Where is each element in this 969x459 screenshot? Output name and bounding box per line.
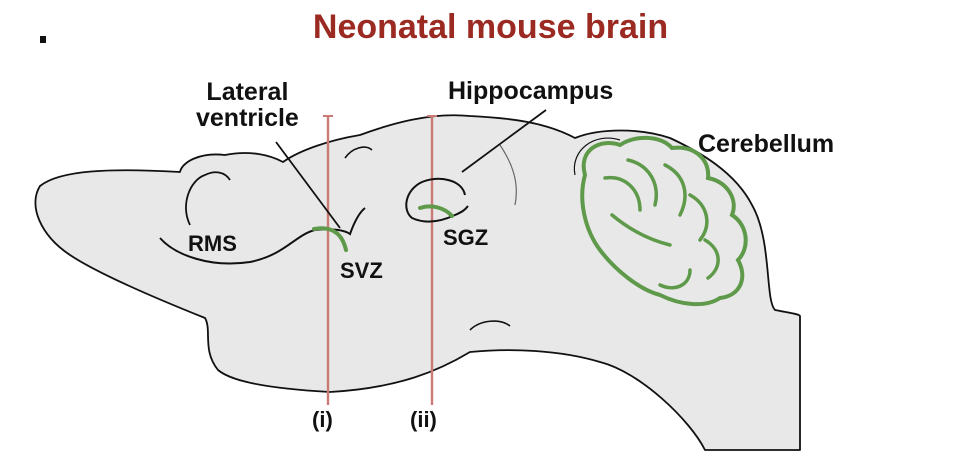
rms-label: RMS: [188, 231, 237, 256]
cerebellum-shape: [573, 135, 748, 307]
svz-region: [312, 226, 348, 252]
sgz-label: SGZ: [443, 225, 489, 250]
hippocampus-boundary: [499, 144, 517, 206]
diagram-title: Neonatal mouse brain: [312, 8, 669, 46]
lateral-ventricle-pointer: [275, 141, 341, 229]
rms-path: [159, 229, 316, 265]
bullet-mark: [40, 36, 46, 43]
section-label-ii: (ii): [410, 407, 437, 432]
sgz-region: [418, 204, 454, 218]
hippocampus-pointer: [461, 109, 547, 173]
lateral-ventricle-label-line1: Lateral: [206, 78, 289, 106]
olfactory-fold: [185, 171, 231, 226]
cortex-fold: [344, 146, 373, 159]
lateral-ventricle-label: Lateral ventricle: [196, 79, 299, 131]
pons-notch: [469, 320, 511, 331]
section-label-i: (i): [312, 407, 333, 432]
hippocampus-label: Hippocampus: [448, 77, 614, 105]
lateral-ventricle-label-line2: ventricle: [196, 104, 299, 132]
svz-label: SVZ: [340, 258, 383, 283]
cerebellum-label: Cerebellum: [698, 130, 835, 158]
hippocampus-shape: [405, 177, 469, 223]
